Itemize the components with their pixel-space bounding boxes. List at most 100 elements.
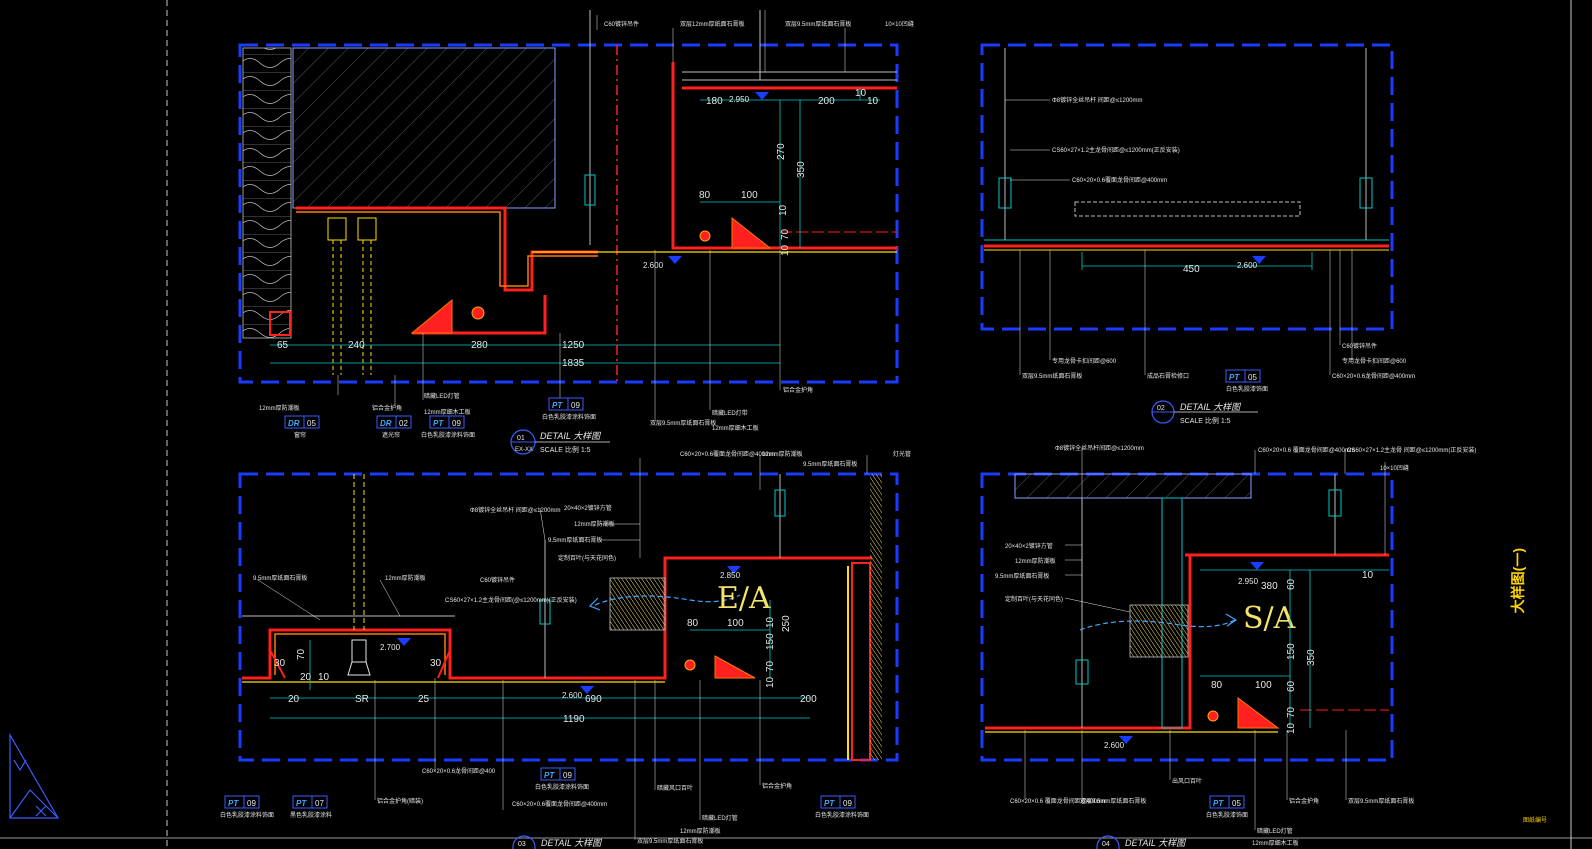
material-tag[interactable]: PT 09 白色乳胶漆涂料饰面 bbox=[421, 415, 475, 439]
detail-title-04: 04 DETAIL 大样图 bbox=[1096, 835, 1187, 849]
annotation: 暗藏LED灯管 bbox=[702, 814, 738, 822]
annotation: 暗藏LED灯管 bbox=[1257, 827, 1293, 835]
dim-text: 450 bbox=[1183, 264, 1200, 275]
detail-number: 04 bbox=[1102, 841, 1110, 848]
tag-num: 02 bbox=[399, 419, 408, 428]
tag-num: 09 bbox=[563, 771, 572, 780]
dim-text: 250 bbox=[781, 615, 792, 632]
ceiling-cove-red bbox=[671, 62, 897, 250]
annotation: Φ8镀锌全丝吊杆间距@≤1200mm bbox=[1055, 444, 1144, 452]
material-tag[interactable]: PT 05 白色乳胶漆饰面 bbox=[1206, 795, 1248, 819]
annotation: 暗藏LED灯带 bbox=[712, 409, 748, 417]
dim-text: 80 bbox=[687, 618, 699, 629]
detail-04[interactable]: S/A 380 60 10 150 350 80 100 60 70 10 2.… bbox=[980, 444, 1476, 849]
material-tag[interactable]: PT 09 白色乳胶漆涂料饰面 bbox=[815, 795, 869, 819]
material-tag[interactable]: PT 09 白色乳胶漆涂料饰面 bbox=[220, 795, 274, 819]
big-label: E/A bbox=[717, 581, 771, 616]
sheet-number: 图纸编号 bbox=[1523, 816, 1547, 824]
tag-code: PT bbox=[544, 771, 555, 780]
ceiling-profile-red bbox=[985, 555, 1192, 730]
detail-01-frame bbox=[238, 43, 899, 384]
led-fixture-icon bbox=[471, 306, 485, 320]
led-cove-triangle bbox=[714, 655, 756, 679]
dim-text: 20 bbox=[288, 694, 300, 705]
annotation: 定制百叶(与天花同色) bbox=[1005, 595, 1063, 603]
level-text: 2.700 bbox=[380, 643, 401, 652]
hanger-rod bbox=[584, 10, 761, 245]
annotation: CS60×27×1.2主龙骨间距(@≤1200mm)(正反安装) bbox=[445, 596, 577, 604]
annotation: 9.5mm厚纸面石膏板 bbox=[995, 572, 1049, 580]
level-text: 2.950 bbox=[1238, 577, 1259, 586]
dim-text: 30 bbox=[274, 658, 286, 669]
airflow-arrowhead bbox=[1225, 613, 1238, 627]
wall-hatch bbox=[870, 474, 882, 760]
airflow-arrow-icon bbox=[594, 594, 741, 606]
air-vent-grille bbox=[609, 577, 666, 631]
tag-note: 白色乳胶漆涂料饰面 bbox=[815, 811, 869, 819]
annotation: 20×40×2镀锌方管 bbox=[564, 504, 612, 512]
detail-number: 02 bbox=[1157, 405, 1165, 412]
dimension-lines bbox=[270, 88, 880, 364]
annotation: 9.5mm厚纸面石膏板 bbox=[803, 460, 857, 468]
annotation: C60×20×0.6龙骨间距@400mm bbox=[1332, 372, 1415, 380]
annotation: C60×20×0.6覆面龙骨间距@400mm bbox=[680, 450, 775, 458]
airflow-arrowhead bbox=[588, 597, 601, 611]
led-cove-triangle bbox=[410, 298, 453, 334]
detail-01[interactable]: 65 240 280 1250 1835 180 200 10 10 270 3… bbox=[238, 10, 914, 455]
annotation: C60×20×0.6龙骨间距@400 bbox=[422, 767, 496, 775]
dim-text: 10 bbox=[855, 88, 867, 99]
detail-03[interactable]: E/A 30 70 20 10 30 20 SR 25 690 1190 200… bbox=[220, 450, 911, 849]
detail-02-frame bbox=[980, 43, 1394, 331]
annotation: C60×20×0.6 覆面龙骨间距@400mm bbox=[1010, 797, 1107, 805]
dim-text: 380 bbox=[1261, 581, 1278, 592]
detail-title: DETAIL 大样图 bbox=[1125, 838, 1187, 848]
annotation: 成品石膏检修口 bbox=[1147, 372, 1189, 380]
annotation: 铝合金护角 bbox=[783, 386, 813, 394]
annotation: 双层9.5mm纸面石膏板 bbox=[1022, 372, 1082, 380]
ceiling-top-line bbox=[682, 71, 897, 81]
dim-text: 80 bbox=[1211, 680, 1223, 691]
concrete-slab bbox=[1014, 473, 1252, 499]
tag-code: PT bbox=[296, 799, 307, 808]
annotation: Φ8镀锌全丝吊杆 间距@≤1200mm bbox=[470, 506, 561, 514]
dim-text: SR bbox=[355, 694, 369, 705]
annotation: 20×40×2镀锌方管 bbox=[1005, 542, 1053, 550]
material-tag[interactable]: DR 05 窗帘 bbox=[284, 415, 320, 439]
annotation: 9.5mm厚纸面石膏板 bbox=[253, 574, 307, 582]
air-vent-grille bbox=[1129, 604, 1189, 658]
material-tag[interactable]: DR 02 遮光帘 bbox=[376, 415, 412, 439]
material-tag[interactable]: PT 09 白色乳胶漆涂料饰面 bbox=[535, 767, 589, 791]
dim-text: 1835 bbox=[562, 358, 585, 369]
level-marker-icon bbox=[755, 92, 769, 100]
material-tag[interactable]: PT 05 白色乳胶漆饰面 bbox=[1225, 369, 1268, 393]
tag-code: PT bbox=[1229, 373, 1240, 382]
hanger-rod bbox=[998, 48, 1373, 240]
north-arrow-triangle-icon bbox=[9, 732, 60, 819]
level-marker-icon bbox=[397, 638, 411, 646]
annotation: 12mm厚细木工板 bbox=[1252, 839, 1299, 847]
dim-text: 10 bbox=[778, 204, 789, 216]
detail-02[interactable]: 450 2.600 Φ8镀锌全丝吊杆 间距@≤1200mm CS60×27×1.… bbox=[980, 43, 1415, 425]
annotation: 专用龙骨卡扣间距@600 bbox=[1052, 357, 1117, 365]
tag-note: 白色乳胶漆饰面 bbox=[1206, 811, 1248, 819]
leader-lines bbox=[257, 455, 868, 840]
soffit-profile-orange bbox=[296, 211, 598, 287]
dim-text: 60 bbox=[1286, 680, 1297, 692]
dimension-lines bbox=[1081, 252, 1313, 270]
tag-note: 黑色乳胶漆涂料 bbox=[290, 811, 332, 819]
annotation: 铝合金护角 bbox=[762, 782, 792, 790]
annotation: 12mm厚防潮板 bbox=[762, 450, 803, 458]
dim-text: 30 bbox=[430, 658, 442, 669]
tag-code: PT bbox=[433, 419, 444, 428]
detail-title-02: 02 DETAIL 大样图 SCALE 比例 1:5 bbox=[1151, 400, 1258, 425]
annotation: 铝合金护角 bbox=[1289, 797, 1319, 805]
tag-note: 白色乳胶漆涂料饰面 bbox=[535, 783, 589, 791]
dim-text: 180 bbox=[706, 96, 723, 107]
material-tag[interactable]: PT 07 黑色乳胶漆涂料 bbox=[290, 795, 332, 819]
level-marker-icon bbox=[1252, 256, 1266, 264]
material-tag[interactable]: PT 09 白色乳胶漆涂料饰面 bbox=[542, 397, 596, 421]
tag-code: DR bbox=[380, 419, 392, 428]
annotation: 双层9.5mm厚纸面石膏板 bbox=[1348, 797, 1414, 805]
annotation: 12mm厚防潮板 bbox=[385, 574, 426, 582]
